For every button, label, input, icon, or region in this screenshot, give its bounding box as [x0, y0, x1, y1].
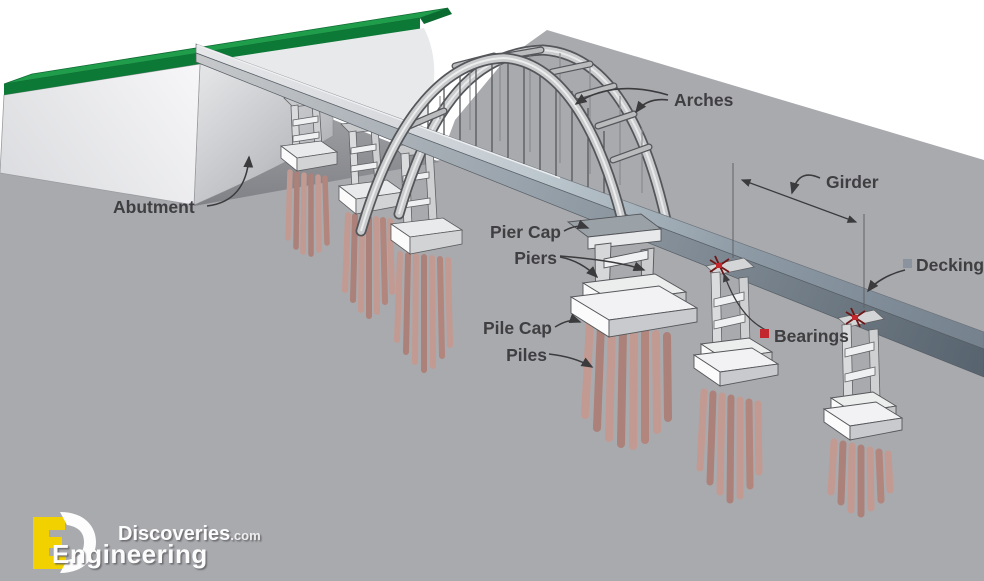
girder-dimension	[732, 163, 865, 308]
pile-group-3	[394, 251, 453, 373]
label-pile-cap: Pile Cap	[483, 318, 552, 338]
pile-group-5	[696, 388, 763, 504]
deck-edge-highlight	[196, 44, 561, 179]
brand-discoveries: Discoveries	[118, 523, 231, 545]
bearing-mark-right	[845, 307, 866, 328]
label-bearings: Bearings	[774, 326, 849, 346]
label-decking: Decking	[916, 255, 984, 275]
label-piers: Piers	[514, 248, 557, 268]
arrow-arches-1	[574, 87, 669, 105]
brand-logo-monogram	[26, 508, 98, 581]
decking-marker-square	[903, 259, 912, 268]
pile-cap-1	[279, 140, 339, 172]
girder-pier-1	[705, 257, 755, 355]
deck	[195, 43, 984, 378]
label-arches: Arches	[674, 90, 734, 110]
arrow-bearings	[723, 272, 767, 331]
arrow-piles	[548, 353, 594, 368]
pier-brace-upper	[603, 249, 649, 269]
label-girder: Girder	[826, 172, 879, 192]
leader-arrows	[206, 87, 906, 368]
pile-cap-4	[569, 273, 699, 338]
pile-cap-5	[692, 337, 780, 387]
label-pier-cap: Pier Cap	[490, 222, 561, 242]
pile-cap-6	[822, 391, 904, 441]
pile-group-4	[581, 318, 672, 450]
label-piles: Piles	[506, 345, 547, 365]
abutment-front-face	[0, 63, 201, 206]
arrow-pile-cap	[554, 313, 582, 328]
pile-cap-3	[389, 217, 464, 255]
bearing-mark-left	[709, 255, 730, 276]
label-abutment: Abutment	[113, 197, 195, 217]
brand-name-top: Discoveries.com	[118, 524, 261, 544]
arrow-piers-2	[559, 255, 646, 272]
pile-group-1	[285, 169, 330, 257]
pile-group-6	[827, 438, 894, 518]
arrow-girder	[790, 174, 821, 195]
arch-back-hangers	[439, 50, 643, 193]
deck-fascia	[195, 52, 984, 378]
arrow-abutment	[206, 155, 254, 207]
arch-front-rib	[355, 52, 632, 242]
logo-letter-e	[33, 517, 66, 569]
bearings-marker-square	[760, 329, 769, 338]
arrow-arches-2	[635, 98, 669, 114]
logo-letter-d	[60, 512, 96, 573]
arrow-piers-1	[559, 256, 599, 279]
approach-slope	[200, 28, 435, 128]
pile-group-2	[342, 212, 395, 319]
grass-end-face	[420, 8, 452, 24]
arrow-pier-cap	[563, 219, 590, 232]
brand-domain-suffix: .com	[230, 528, 261, 543]
arrow-decking	[867, 269, 906, 293]
deck-top-surface	[195, 43, 984, 350]
brand-name-bottom: Engineering	[52, 539, 208, 569]
